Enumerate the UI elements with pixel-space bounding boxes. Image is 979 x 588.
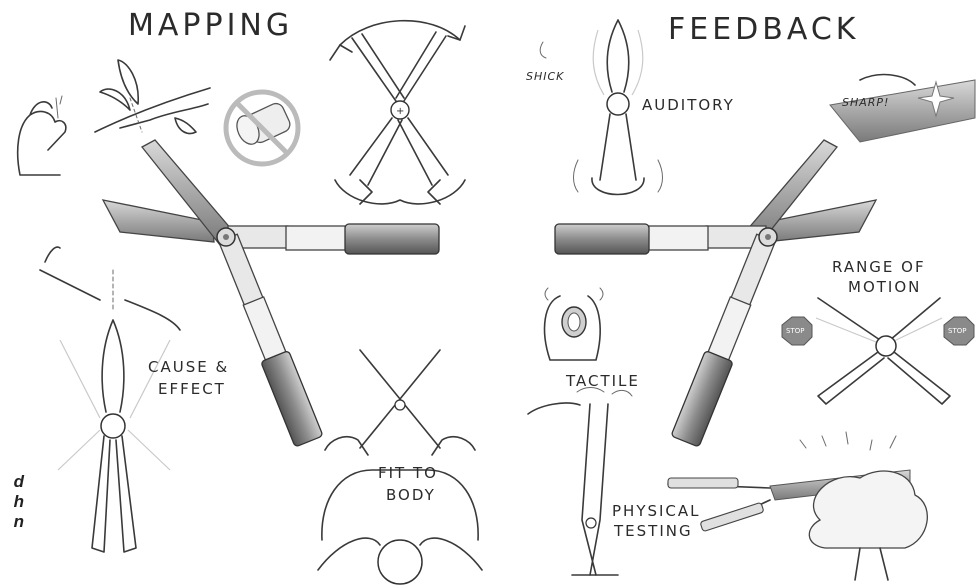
no-thick-branch-icon [223,89,301,167]
shick-sound-label: Shick [526,70,565,83]
range-of-motion-scissors [781,297,975,405]
fit-to-body-label-line1: Fit To [378,464,438,482]
cropped-side-caption: d h n [0,472,24,532]
cause-effect-label-line1: Cause & [148,358,230,376]
stop-sign-left: Stop [786,327,805,335]
physical-testing-label-line2: Testing [614,522,693,540]
fit-to-body-sketch [317,349,483,585]
left-main-shears [101,139,440,447]
side-caption-line: n [13,512,24,531]
mapping-rotation-scissors: + [329,19,466,205]
mapping-heading: Mapping [128,8,294,43]
tactile-label: Tactile [566,372,640,390]
sharp-label: Sharp! [842,96,890,109]
auditory-label: Auditory [642,96,735,114]
right-main-shears [554,139,878,447]
physical-testing-sketch [527,387,633,576]
physical-testing-label-line1: Physical [612,502,701,520]
tactile-hand-sketch [543,287,604,361]
stop-sign-right: Stop [948,327,967,335]
auditory-scissors [539,19,663,196]
side-caption-line: d [13,472,24,491]
feedback-heading: Feedback [668,12,860,47]
hedge-clipping-sketch [667,431,928,581]
side-caption-line: h [13,492,24,511]
range-of-motion-label-line1: Range Of [832,258,926,276]
cause-effect-label-line2: Effect [158,380,226,398]
range-of-motion-label-line2: Motion [848,278,922,296]
sharp-blade-sketch [829,73,976,143]
pinching-hand-sketch [16,95,67,176]
svg-text:+: + [396,106,404,117]
fit-to-body-label-line2: Body [386,486,436,504]
cause-effect-scissors [39,246,181,553]
branch-sketch [94,59,211,135]
